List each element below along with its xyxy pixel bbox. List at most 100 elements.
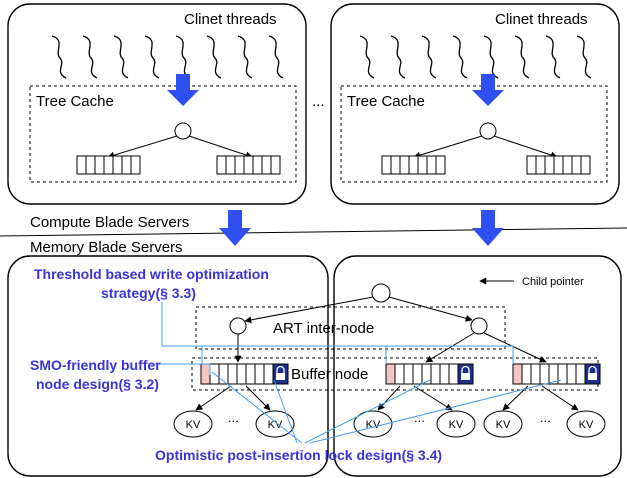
- svg-text:KV: KV: [366, 419, 381, 431]
- cache-leaf-array: [381, 155, 446, 175]
- client-thread-squiggle: [82, 35, 98, 79]
- array-cell: [390, 155, 401, 175]
- array-cell: [403, 363, 414, 385]
- array-cell: [225, 155, 236, 175]
- array-cell: [112, 155, 123, 175]
- array-cell: [530, 363, 541, 385]
- cache-leaf-array: [526, 155, 591, 175]
- array-cell: [121, 155, 132, 175]
- smo-annotation-line2: node design(§ 3.2): [36, 376, 159, 392]
- client-thread-squiggle: [206, 35, 222, 79]
- array-cell: [103, 155, 114, 175]
- array-cell: [94, 155, 105, 175]
- lock-body: [461, 373, 470, 380]
- array-cell: [236, 363, 247, 385]
- array-cell: [252, 155, 263, 175]
- down-arrow: [472, 210, 504, 246]
- cache-leaf-array: [216, 155, 281, 175]
- kv-node: KV: [483, 410, 523, 438]
- array-cell: [227, 363, 238, 385]
- client-threads-label: Clinet threads: [184, 11, 277, 28]
- array-cell: [130, 155, 141, 175]
- array-cell: [200, 363, 211, 385]
- buffer-node-label: Buffer node: [291, 366, 368, 383]
- threshold-annotation-line2: strategy(§ 3.3): [101, 285, 196, 301]
- array-cell: [408, 155, 419, 175]
- array-cell: [76, 155, 87, 175]
- client-thread-squiggle: [421, 35, 437, 79]
- client-threads-label: Clinet threads: [495, 11, 588, 28]
- array-cell: [575, 363, 586, 385]
- art-root-node: [371, 283, 391, 303]
- cache-root-node: [479, 122, 497, 140]
- client-thread-squiggle: [268, 35, 284, 79]
- array-cell: [216, 155, 227, 175]
- lock-shackle: [588, 365, 597, 373]
- array-cell: [535, 155, 546, 175]
- array-cell: [571, 155, 582, 175]
- client-thread-squiggle: [576, 35, 592, 79]
- annotation-connectors: [150, 302, 562, 444]
- client-thread-squiggle: [452, 35, 468, 79]
- array-cell: [412, 363, 423, 385]
- kv-node: KV: [353, 410, 393, 438]
- lock-body: [588, 373, 597, 380]
- client-thread-squiggle: [237, 35, 253, 79]
- array-cell: [417, 155, 428, 175]
- array-cell: [254, 363, 265, 385]
- array-cell: [557, 363, 568, 385]
- thread-squiggles: [359, 35, 592, 79]
- compute-server-right: Clinet threads Tree Cache: [330, 3, 620, 205]
- compute-server-box: [330, 3, 620, 205]
- lock-body: [276, 373, 285, 380]
- threshold-annotation-line1: Threshold based write optimization: [34, 266, 269, 282]
- tree-cache-box: [340, 85, 608, 183]
- svg-text:KV: KV: [496, 419, 511, 431]
- array-cell: [245, 363, 256, 385]
- tree-cache-box: [29, 85, 297, 183]
- down-arrow: [167, 74, 199, 106]
- client-thread-squiggle: [545, 35, 561, 79]
- compute-server-box: [7, 3, 307, 205]
- svg-text:KV: KV: [579, 419, 594, 431]
- down-arrow: [219, 210, 251, 246]
- thread-squiggles: [51, 35, 284, 79]
- array-cell: [421, 363, 432, 385]
- cache-root-node: [174, 122, 192, 140]
- array-cell: [539, 363, 550, 385]
- down-arrow: [472, 74, 504, 106]
- kv-ellipsis: ...: [228, 410, 239, 425]
- child-pointer-legend-label: Child pointer: [522, 276, 584, 288]
- array-cell: [385, 363, 396, 385]
- client-thread-squiggle: [483, 35, 499, 79]
- array-cell: [243, 155, 254, 175]
- art-inner-node-right: [470, 317, 488, 335]
- compute-blade-label: Compute Blade Servers: [30, 214, 189, 231]
- array-cell: [580, 155, 591, 175]
- kv-node: KV: [436, 410, 476, 438]
- array-cell: [435, 155, 446, 175]
- cache-leaf-array: [76, 155, 141, 175]
- art-inner-node-left: [229, 317, 247, 335]
- array-cell: [562, 155, 573, 175]
- client-thread-squiggle: [359, 35, 375, 79]
- art-inter-node-box: [195, 306, 506, 350]
- kv-node: KV: [566, 410, 606, 438]
- tree-cache-label: Tree Cache: [347, 93, 425, 110]
- client-thread-squiggle: [390, 35, 406, 79]
- buffer-array: [385, 363, 474, 385]
- svg-text:KV: KV: [186, 419, 201, 431]
- array-cell: [85, 155, 96, 175]
- array-cell: [263, 363, 274, 385]
- memory-server-box-left: [7, 255, 329, 477]
- array-cell: [448, 363, 459, 385]
- array-cell: [394, 363, 405, 385]
- memory-blade-label: Memory Blade Servers: [30, 239, 183, 256]
- client-thread-squiggle: [51, 35, 67, 79]
- array-cell: [426, 155, 437, 175]
- array-cell: [553, 155, 564, 175]
- client-thread-squiggle: [113, 35, 129, 79]
- memory-server-box-right: [333, 255, 622, 477]
- kv-node: KV: [173, 410, 213, 438]
